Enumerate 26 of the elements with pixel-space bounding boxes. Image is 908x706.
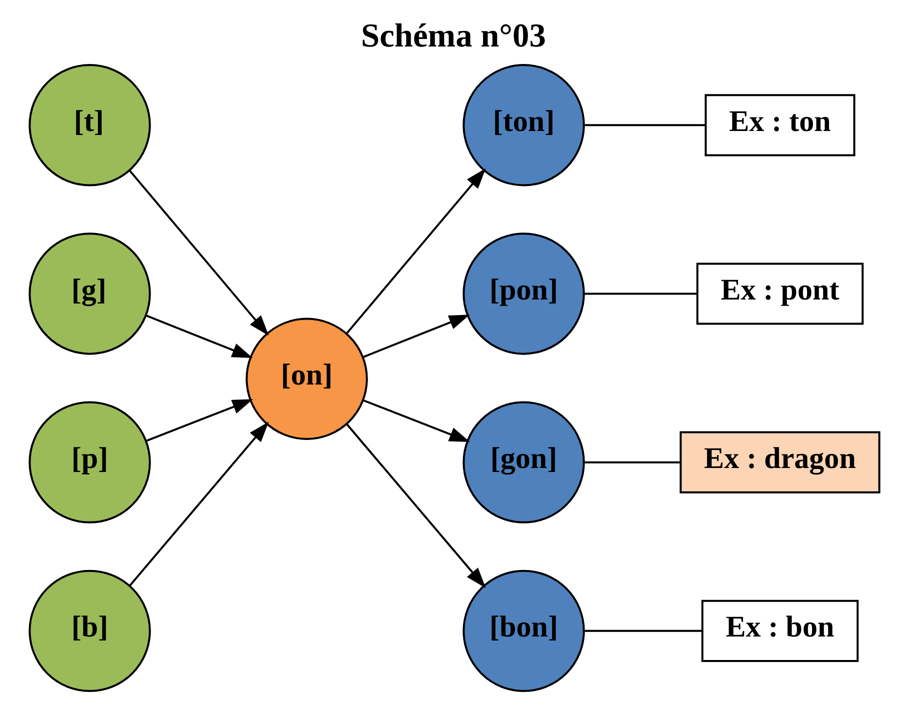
arrow — [145, 314, 252, 358]
node-circle: [t] — [28, 64, 150, 186]
node-box: Ex : ton — [704, 94, 855, 156]
node-circle: [g] — [28, 232, 150, 355]
connector — [584, 630, 702, 632]
node-circle: [p] — [28, 401, 150, 524]
arrow — [362, 314, 470, 358]
connector — [584, 124, 706, 126]
arrow — [362, 399, 470, 442]
node-circle: [pon] — [462, 232, 584, 355]
arrow — [345, 423, 486, 588]
arrow — [128, 170, 268, 336]
node-circle: [bon] — [462, 570, 584, 692]
diagram-title: Schéma n°03 — [360, 18, 546, 55]
node-circle: [on] — [245, 318, 368, 440]
node-circle: [ton] — [462, 64, 584, 186]
connector — [584, 461, 680, 464]
node-box: Ex : pont — [696, 262, 864, 325]
node-circle: [b] — [28, 570, 150, 692]
node-box: Ex : bon — [700, 600, 858, 662]
node-box: Ex : dragon — [679, 431, 880, 494]
arrow — [345, 168, 486, 334]
arrow — [146, 399, 253, 442]
connector — [584, 292, 696, 295]
node-circle: [gon] — [462, 401, 584, 524]
arrow — [128, 422, 268, 586]
